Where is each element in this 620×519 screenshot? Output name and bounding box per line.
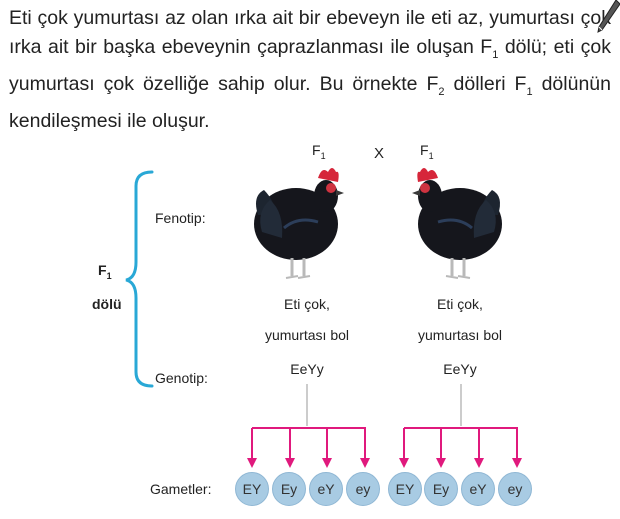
- right-arrows: [399, 428, 522, 468]
- gamete-left-1: EY: [235, 472, 269, 506]
- group-brace: [125, 170, 154, 388]
- gamete-left-4: ey: [346, 472, 380, 506]
- intro-sub-1: 1: [492, 48, 499, 61]
- gamete-right-4: ey: [498, 472, 532, 506]
- intro-text-4: dölünün kendileşmesi ile oluşur.: [9, 72, 611, 132]
- group-label-dolu: dölü: [92, 296, 122, 312]
- parent-right-label: F1: [420, 142, 434, 161]
- cross-symbol: X: [374, 145, 385, 162]
- intro-paragraph: Eti çok yumurtası az olan ırka ait bir e…: [9, 4, 611, 136]
- right-phenotype-line1: Eti çok,: [437, 296, 483, 312]
- gamete-right-1: EY: [388, 472, 422, 506]
- parent-left-label: F1: [312, 142, 326, 161]
- intro-text-2: dölü; eti çok yumurtası çok özelliğe sah…: [9, 36, 611, 95]
- gamete-left-2: Ey: [272, 472, 306, 506]
- gamete-right-2: Ey: [424, 472, 458, 506]
- left-arrows: [247, 428, 370, 468]
- intro-text-3: dölleri F: [444, 72, 527, 95]
- left-chicken-image: [254, 168, 344, 279]
- gametler-label: Gametler:: [150, 481, 212, 497]
- intro-text-1: Eti çok yumurtası az olan ırka ait bir e…: [9, 7, 611, 58]
- left-genotype: EeYy: [290, 361, 324, 377]
- group-label: F1: [98, 262, 112, 281]
- gamete-left-3: eY: [309, 472, 343, 506]
- gamete-right-3: eY: [461, 472, 495, 506]
- right-chicken-image: [412, 168, 502, 279]
- genotip-label: Genotip:: [155, 370, 208, 386]
- fenotip-label: Fenotip:: [155, 210, 206, 226]
- right-phenotype-line2: yumurtası bol: [417, 327, 503, 343]
- intro-sub-3: 1: [526, 85, 533, 98]
- left-phenotype-line1: Eti çok,: [284, 296, 330, 312]
- pen-icon: [597, 0, 620, 33]
- intro-sub-2: 2: [438, 85, 445, 98]
- left-phenotype-line2: yumurtası bol: [264, 327, 350, 343]
- right-genotype: EeYy: [443, 361, 477, 377]
